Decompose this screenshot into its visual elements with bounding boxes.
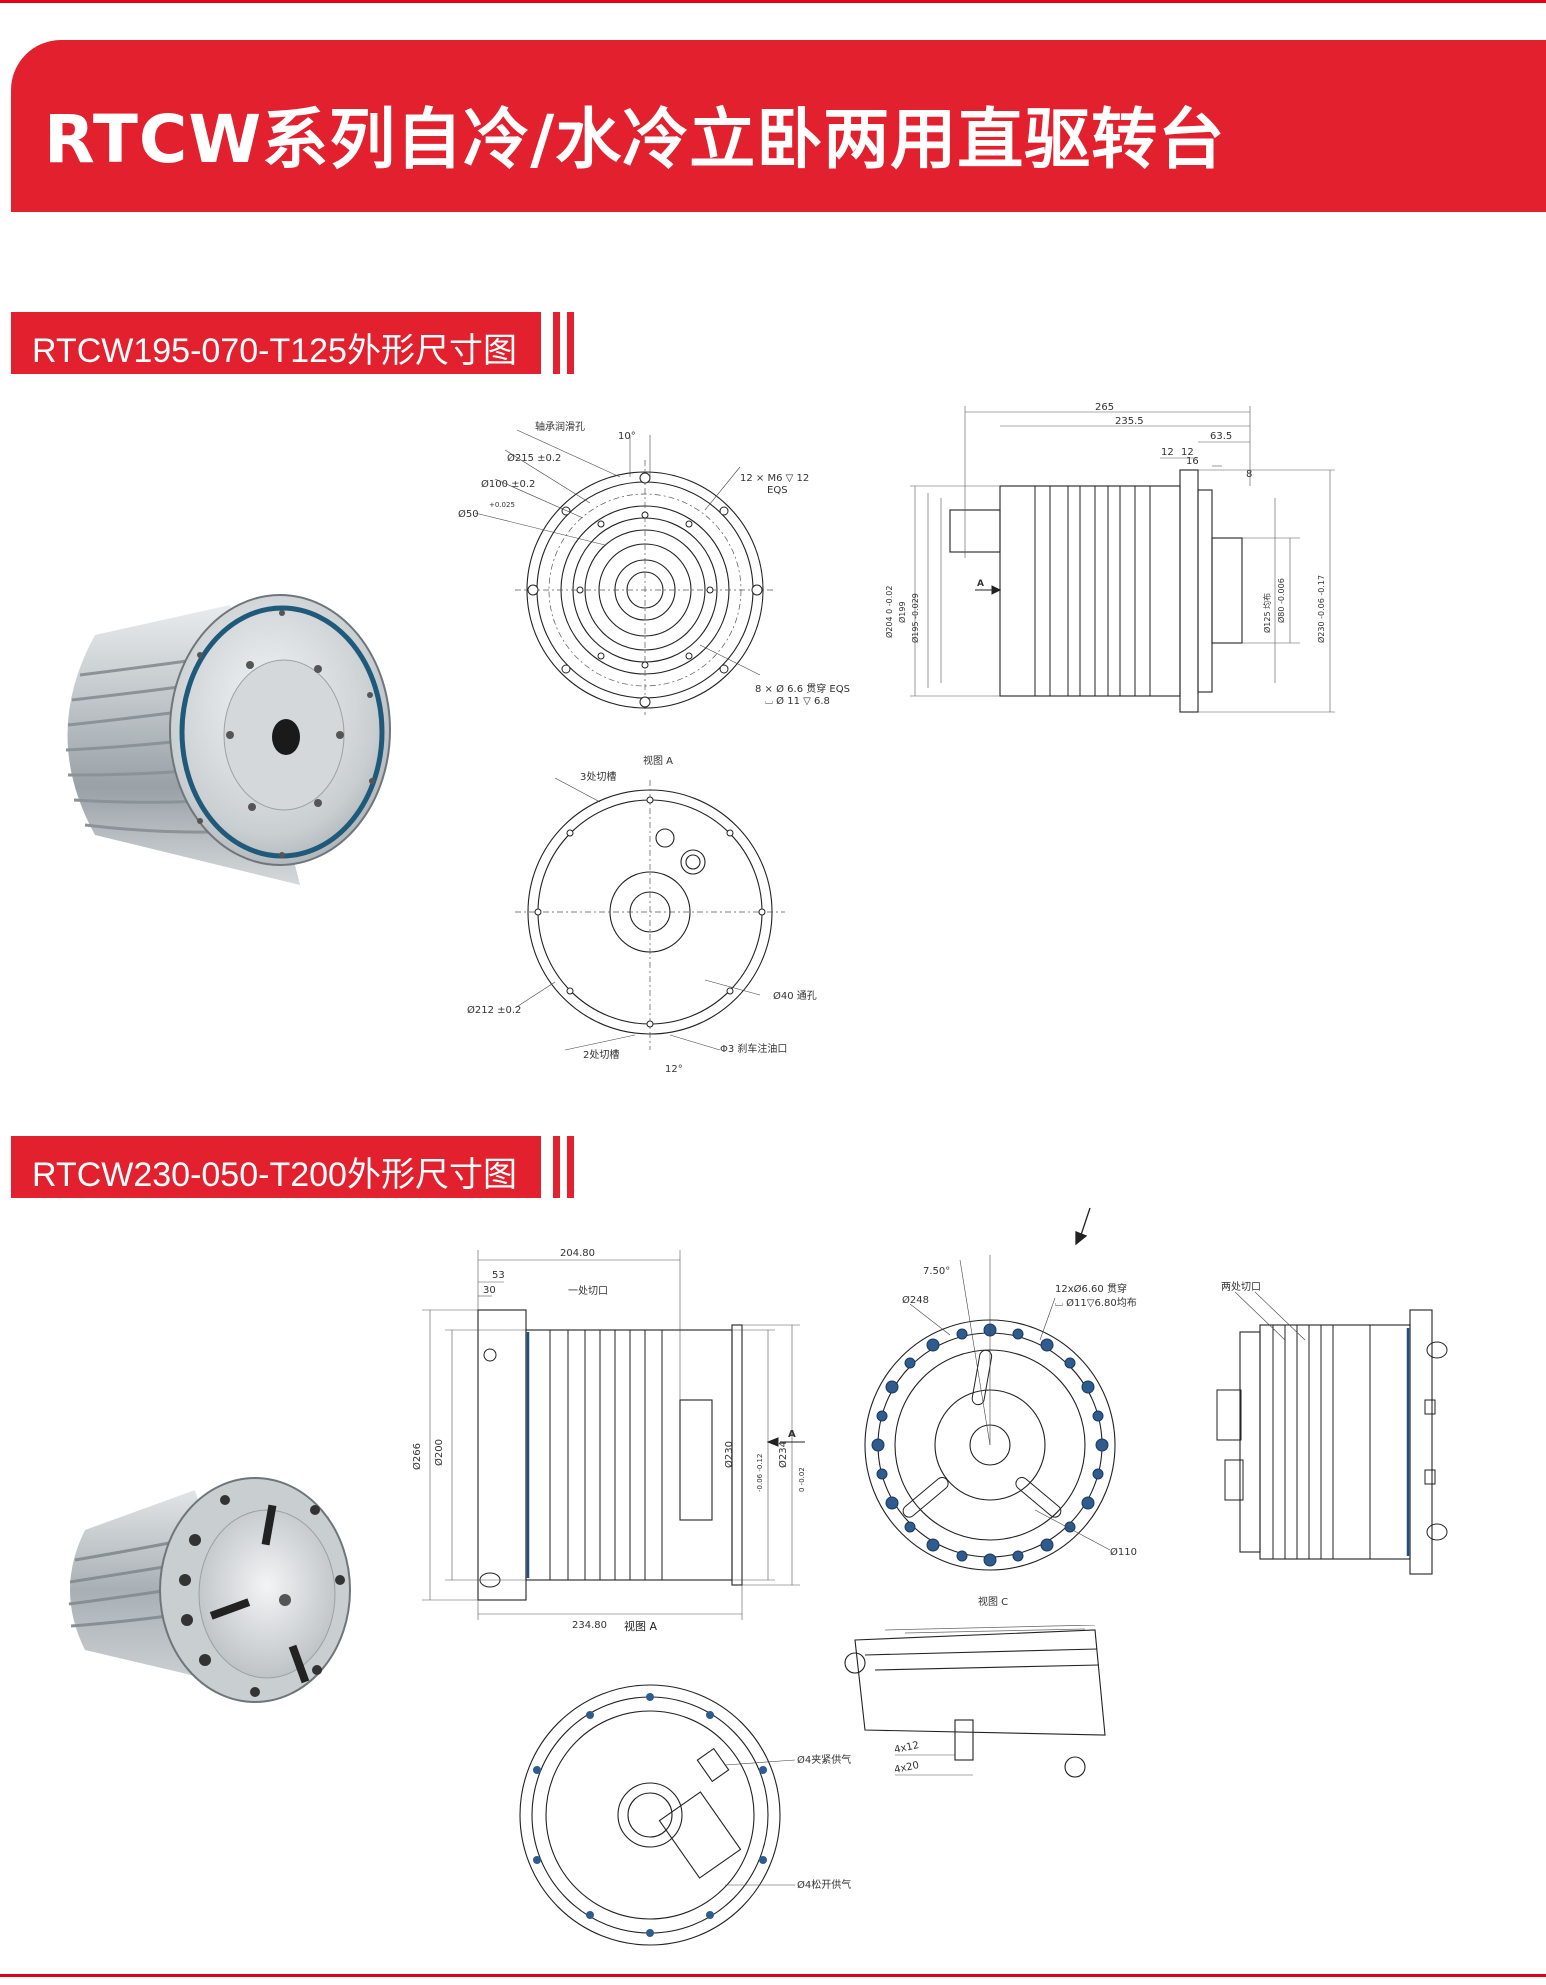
page-title: RTCW系列自冷/水冷立卧两用直驱转台 bbox=[44, 101, 1226, 178]
label-holes-top: 12 × M6 ▽ 12 bbox=[740, 473, 809, 484]
section-1-front-view: 轴承润滑孔 10° Ø215 ±0.2 Ø100 ±0.2 Ø50 +0.025… bbox=[458, 420, 850, 715]
label-16: 16 bbox=[1186, 456, 1199, 467]
label-4x20: 4x20 bbox=[893, 1760, 920, 1776]
product-photo-rtcw195 bbox=[65, 594, 391, 885]
label-d125: Ø125 均布 bbox=[1262, 593, 1272, 633]
label-d195: Ø195 -0.029 bbox=[910, 593, 920, 643]
title-banner bbox=[11, 40, 1546, 212]
label-53: 53 bbox=[492, 1270, 505, 1281]
label-d110: Ø110 bbox=[1110, 1546, 1137, 1558]
view-a-title: 视图 A bbox=[643, 754, 673, 767]
section-2-view-c: 7.50° Ø248 12xØ6.60 贯穿 ⌴ Ø11▽6.80均布 Ø110… bbox=[864, 1207, 1137, 1608]
label-slots-2: 2处切槽 bbox=[583, 1048, 619, 1061]
section-2-partial-view: 4x12 4x20 bbox=[844, 1625, 1106, 1778]
label-air-release: Ø4松开供气 bbox=[797, 1878, 851, 1891]
label-12: 12 bbox=[1161, 447, 1174, 458]
label-d100: Ø100 ±0.2 bbox=[481, 478, 535, 490]
label-two-cuts: 两处切口 bbox=[1221, 1281, 1261, 1293]
label-angle-7-5: 7.50° bbox=[923, 1266, 950, 1277]
label-235: 235.5 bbox=[1115, 416, 1144, 427]
section-1-bar-2 bbox=[567, 312, 574, 374]
section-1-view-a: 视图 A 3处切槽 Ø212 ±0.2 Ø40 通孔 2处切槽 Φ3 刹车注油口… bbox=[467, 754, 817, 1075]
label-d50-tol: +0.025 bbox=[489, 501, 515, 509]
section-1-title: RTCW195-070-T125外形尺寸图 bbox=[32, 332, 517, 370]
top-rule bbox=[0, 0, 1546, 3]
label-brake-oil: Φ3 刹车注油口 bbox=[720, 1042, 787, 1055]
label-eqs: EQS bbox=[767, 485, 788, 496]
label-d234: Ø234 bbox=[777, 1441, 789, 1468]
label-counterbore: ⌴ Ø 11 ▽ 6.8 bbox=[765, 695, 830, 707]
label-d230: Ø230 bbox=[723, 1441, 735, 1468]
section-2-label-box: RTCW230-050-T200外形尺寸图 bbox=[11, 1136, 541, 1198]
label-holes-12: 12xØ6.60 贯穿 bbox=[1055, 1282, 1127, 1295]
label-d230: Ø230 -0.06 -0.17 bbox=[1316, 575, 1326, 643]
label-oil-hole: 轴承润滑孔 bbox=[535, 420, 585, 433]
section-1-side-view: 265 235.5 63.5 12 12 16 8 A Ø204 0 -0.02… bbox=[884, 402, 1335, 713]
section-1-label-box: RTCW195-070-T125外形尺寸图 bbox=[11, 312, 541, 374]
label-view-arrow-a: A bbox=[977, 579, 984, 589]
label-d204: Ø204 0 -0.02 bbox=[884, 586, 894, 638]
label-view-arrow-a: A bbox=[788, 1429, 796, 1440]
label-d200: Ø200 bbox=[433, 1439, 445, 1466]
label-one-cut: 一处切口 bbox=[568, 1285, 608, 1297]
label-30: 30 bbox=[483, 1285, 496, 1296]
label-d230-tol: -0.06 -0.12 bbox=[756, 1454, 764, 1492]
label-8: 8 bbox=[1246, 469, 1252, 480]
label-204-80: 204.80 bbox=[560, 1248, 595, 1259]
label-air-clamp: Ø4夹紧供气 bbox=[797, 1753, 851, 1766]
label-234-80: 234.80 bbox=[572, 1620, 607, 1631]
section-2-bar-1 bbox=[553, 1136, 560, 1198]
label-holes-bottom: 8 × Ø 6.6 贯穿 EQS bbox=[755, 682, 850, 695]
label-d212: Ø212 ±0.2 bbox=[467, 1004, 521, 1016]
label-63: 63.5 bbox=[1210, 431, 1232, 442]
label-slots-3: 3处切槽 bbox=[580, 770, 616, 783]
section-2-side-view: 204.80 53 30 一处切口 Ø266 Ø200 Ø230 -0.06 -… bbox=[411, 1248, 806, 1631]
label-d80: Ø80 -0.006 bbox=[1276, 578, 1286, 623]
label-d266: Ø266 bbox=[411, 1443, 423, 1470]
label-angle-12: 12° bbox=[665, 1064, 683, 1075]
label-d199: Ø199 bbox=[897, 601, 907, 623]
section-1-bar-1 bbox=[553, 312, 560, 374]
label-265: 265 bbox=[1095, 402, 1114, 413]
label-d248: Ø248 bbox=[902, 1294, 929, 1306]
view-c-title: 视图 C bbox=[978, 1595, 1008, 1608]
label-d40: Ø40 通孔 bbox=[773, 990, 817, 1002]
label-d215: Ø215 ±0.2 bbox=[507, 452, 561, 464]
label-4x12: 4x12 bbox=[893, 1740, 920, 1756]
bottom-rule bbox=[0, 1974, 1546, 1977]
section-2-bottom-view: Ø4夹紧供气 Ø4松开供气 bbox=[519, 1684, 851, 1946]
section-2-bar-2 bbox=[567, 1136, 574, 1198]
label-angle-10: 10° bbox=[618, 431, 636, 442]
label-12b: 12 bbox=[1181, 447, 1194, 458]
label-d50: Ø50 bbox=[458, 508, 479, 520]
section-2-title: RTCW230-050-T200外形尺寸图 bbox=[32, 1156, 517, 1194]
section-2-view-a-title: 视图 A bbox=[624, 1620, 658, 1633]
label-counterbore-c: ⌴ Ø11▽6.80均布 bbox=[1055, 1297, 1137, 1309]
section-2-right-view: 两处切口 bbox=[1216, 1281, 1448, 1575]
product-photo-rtcw230 bbox=[68, 1477, 351, 1703]
label-d234-tol: 0 -0.02 bbox=[798, 1467, 806, 1492]
